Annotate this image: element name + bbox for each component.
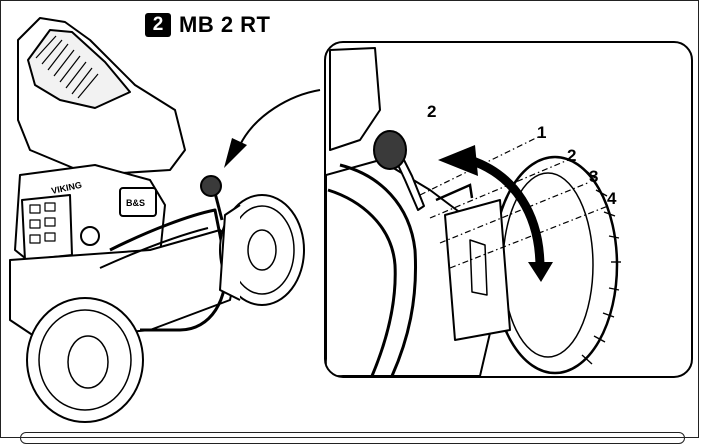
adjust-arrow-arc bbox=[468, 155, 545, 269]
model-name: MB 2 RT bbox=[179, 12, 271, 37]
figure-number-badge: 2 bbox=[145, 13, 171, 37]
figure-title: 2 MB 2 RT bbox=[145, 10, 271, 40]
callout-position-1: 1 bbox=[537, 123, 546, 142]
callout-position-2: 2 bbox=[567, 146, 576, 165]
adjust-arrow-head-down bbox=[528, 262, 553, 282]
callout-arrow-head bbox=[224, 138, 247, 168]
callout-lever-number: 2 bbox=[427, 102, 436, 121]
detail-panel bbox=[324, 41, 693, 378]
next-figure-frame bbox=[20, 432, 685, 444]
callout-position-3: 3 bbox=[589, 167, 598, 186]
callout-arrow-line bbox=[239, 89, 321, 146]
engine-label-text: B&S bbox=[126, 198, 145, 208]
callout-position-4: 4 bbox=[607, 189, 617, 208]
pull-arrow bbox=[435, 183, 474, 202]
mower-drawing bbox=[9, 17, 305, 423]
position-leader-lines bbox=[419, 136, 609, 269]
adjust-arrow-head-up bbox=[438, 145, 478, 176]
